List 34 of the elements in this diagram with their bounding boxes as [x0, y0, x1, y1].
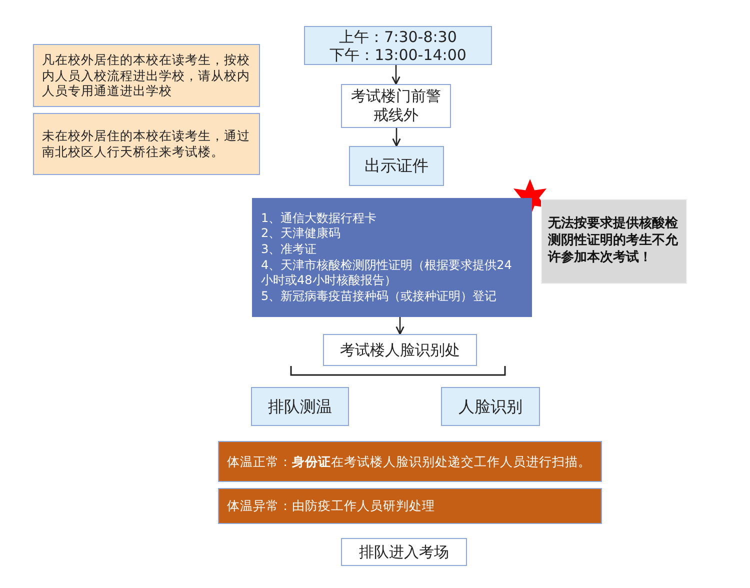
warning-box [541, 199, 687, 284]
status-bar [218, 441, 602, 482]
node-text: 出示证件 [364, 156, 430, 176]
process-box [349, 146, 444, 186]
note-box [33, 44, 260, 107]
node-text: 3、准考证 [261, 242, 318, 258]
arrow [392, 65, 400, 85]
process-box [341, 84, 451, 128]
process-box [323, 334, 477, 366]
status-bar [218, 488, 602, 524]
process-box [441, 387, 540, 426]
node-text: 考试楼门前警戒线外 [350, 86, 442, 126]
process-box [341, 538, 467, 566]
node-text: 人脸识别 [458, 396, 524, 416]
process-box [251, 387, 349, 426]
node-text: 无法按要求提供核酸检测阴性证明的考生不允许参加本次考试！ [548, 216, 679, 267]
node-text: 考试楼人脸识别处 [339, 340, 461, 360]
node-text: 凡在校外居住的本校在读考生，按校内人员入校流程进出学校，请从校内人员专用通道进出学校 [42, 52, 251, 99]
time-box [304, 26, 492, 65]
document-list-box [252, 198, 532, 317]
node-text: 上午：7:30-8:30 [338, 28, 458, 46]
node-text: 4、天津市核酸检测阴性证明（根据要求提供24小时或48小时核酸报告） [261, 258, 513, 289]
arrow [396, 317, 404, 335]
node-text: 排队测温 [267, 396, 333, 416]
node-text: 体温正常：身份证在考试楼人脸识别处递交工作人员进行扫描。 [227, 454, 592, 470]
node-text: 1、通信大数据行程卡 [261, 210, 378, 226]
note-box [33, 113, 260, 175]
node-text: 下午：13:00-14:00 [328, 46, 468, 64]
node-text: 2、天津健康码 [261, 226, 342, 242]
node-text: 5、新冠病毒疫苗接种码（或接种证明）登记 [261, 288, 498, 304]
node-text: 未在校外居住的本校在读考生，通过南北校区人行天桥往来考试楼。 [42, 128, 251, 160]
node-text: 体温异常：由防疫工作人员研判处理 [227, 498, 436, 514]
arrow [392, 128, 401, 147]
node-text: 排队进入考场 [358, 542, 450, 562]
